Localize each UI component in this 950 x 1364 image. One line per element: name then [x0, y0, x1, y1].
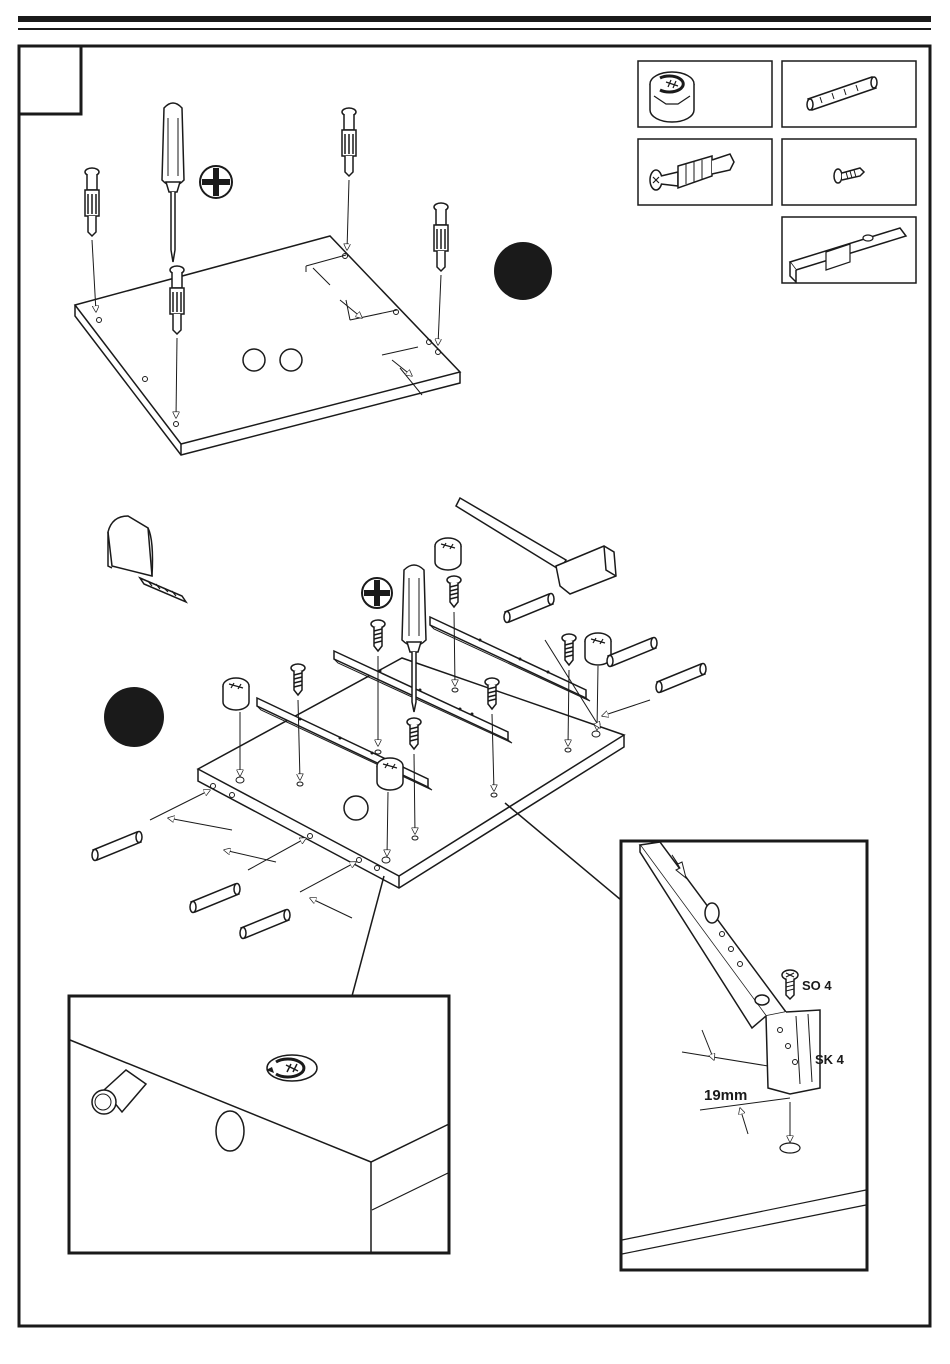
cam-hole — [280, 349, 302, 371]
drawer-screw — [562, 634, 576, 665]
phillips-head-icon — [362, 578, 392, 608]
detail-runner: SO 4 SK 4 19mm — [621, 841, 867, 1270]
offset-dimension-label: 19mm — [704, 1087, 747, 1104]
cam-lock — [435, 538, 461, 570]
lower-assembly — [92, 498, 706, 996]
wooden-dowel — [92, 832, 142, 861]
upper-assembly — [75, 103, 552, 455]
tape-measure-icon — [108, 516, 186, 602]
cam-lock-icon — [266, 1055, 317, 1081]
header-rule-thin — [18, 28, 931, 30]
cam-hole — [243, 349, 265, 371]
step-marker-dot — [104, 687, 164, 747]
cam-lock — [377, 758, 403, 790]
dowel-box — [782, 61, 916, 127]
detail-panel-edge — [69, 996, 449, 1253]
header-rule — [18, 16, 931, 22]
cam-bolt — [342, 108, 356, 176]
wooden-dowel — [240, 910, 290, 939]
hammer-icon — [456, 498, 616, 594]
cam-lock-icon — [650, 72, 694, 122]
cam-hole — [344, 796, 368, 820]
callout-leader — [352, 876, 384, 996]
wooden-dowel — [656, 664, 706, 693]
wooden-dowel — [504, 594, 554, 623]
phillips-screwdriver-icon — [162, 103, 184, 262]
runner-code-label: SK 4 — [815, 1052, 845, 1067]
screw-code-label: SO 4 — [802, 978, 832, 993]
hardware-legend — [638, 61, 916, 283]
drawer-screw — [447, 576, 461, 607]
cam-bolt-box — [638, 139, 772, 205]
cam-lock — [223, 678, 249, 710]
dowel-hole — [216, 1111, 244, 1151]
cam-lock-box — [638, 61, 772, 127]
step-number-box — [19, 46, 81, 114]
drawer-screw — [291, 664, 305, 695]
runner-box — [782, 217, 916, 283]
drawer-screw — [371, 620, 385, 651]
wooden-dowel — [607, 638, 657, 667]
wooden-dowel — [190, 884, 240, 913]
cam-bolt — [434, 203, 448, 271]
step-marker-dot — [494, 242, 552, 300]
phillips-head-icon — [200, 166, 232, 198]
callout-leader — [505, 803, 621, 900]
cam-bolt — [85, 168, 99, 236]
upper-panel — [75, 236, 460, 455]
screw-box — [782, 139, 916, 205]
